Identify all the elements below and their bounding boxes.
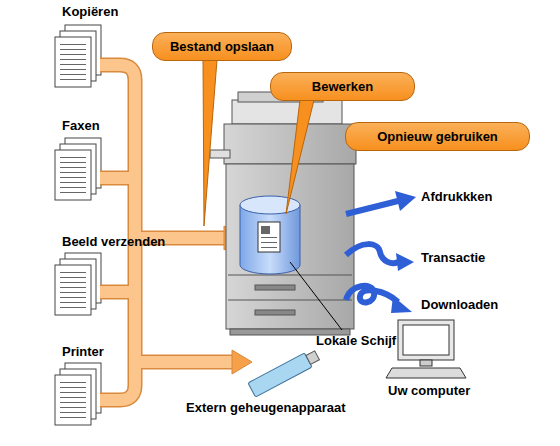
multifunction-printer xyxy=(210,92,356,335)
callout-text: Bestand opslaan xyxy=(170,39,274,54)
text-label: Printer xyxy=(62,344,104,359)
callout-box: Bewerken xyxy=(270,72,415,101)
text-label: Afdrukkken xyxy=(421,189,493,204)
text-label: Uw computer xyxy=(388,383,470,398)
computer-icon xyxy=(386,320,466,378)
usb-stick xyxy=(248,348,321,397)
callout-box: Opnieuw gebruiken xyxy=(345,122,530,151)
local-disk xyxy=(240,196,342,330)
text-label: Lokale Schijf xyxy=(316,333,396,348)
output-arrows xyxy=(346,191,416,313)
callout-text: Opnieuw gebruiken xyxy=(377,129,498,144)
text-label: Extern geheugenapparaat xyxy=(186,400,346,415)
text-label: Downloaden xyxy=(421,297,498,312)
text-label: Beeld verzenden xyxy=(62,234,165,249)
text-label: Faxen xyxy=(62,118,100,133)
document-stacks xyxy=(55,25,101,425)
callout-text: Bewerken xyxy=(312,79,373,94)
text-label: Kopiëren xyxy=(62,4,118,19)
callout-box: Bestand opslaan xyxy=(152,32,292,61)
text-label: Transactie xyxy=(421,250,485,265)
